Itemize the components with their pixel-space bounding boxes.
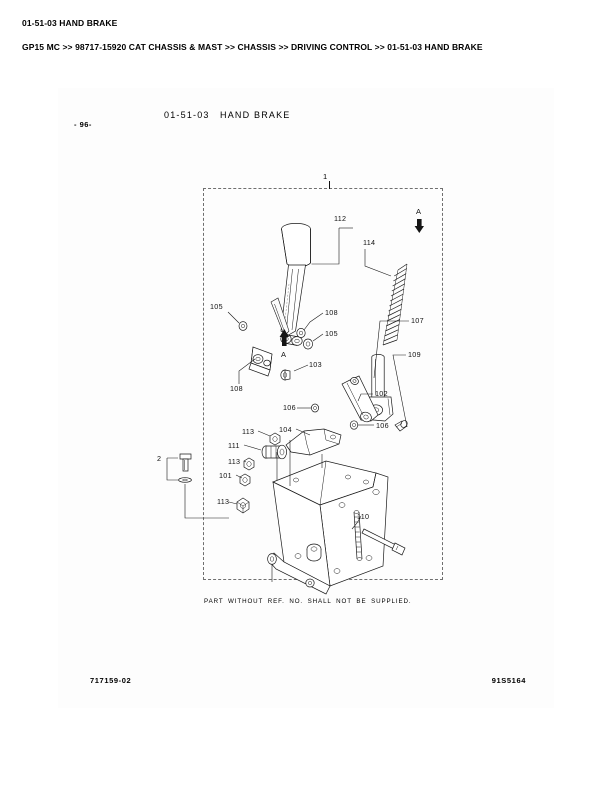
footer-note: PART WITHOUT REF. NO. SHALL NOT BE SUPPL…	[204, 598, 412, 605]
assembly-callout-2: 2	[157, 454, 161, 463]
assembly-callout-1-tick	[329, 181, 330, 189]
page-title: 01-51-03 HAND BRAKE	[22, 18, 118, 28]
footer-sheet-number: 91S5164	[491, 676, 526, 685]
catalog-sheet: - 96- 01-51-03 HAND BRAKE 1	[58, 88, 554, 708]
assembly-boundary-box	[203, 188, 443, 580]
sheet-page-number: - 96-	[74, 120, 92, 129]
sheet-title-code: 01-51-03	[164, 110, 210, 120]
sheet-title-name: HAND BRAKE	[220, 110, 291, 120]
footer-drawing-number: 717159-02	[90, 676, 132, 685]
breadcrumb: GP15 MC >> 98717-15920 CAT CHASSIS & MAS…	[22, 42, 483, 52]
assembly-callout-1: 1	[323, 172, 328, 181]
